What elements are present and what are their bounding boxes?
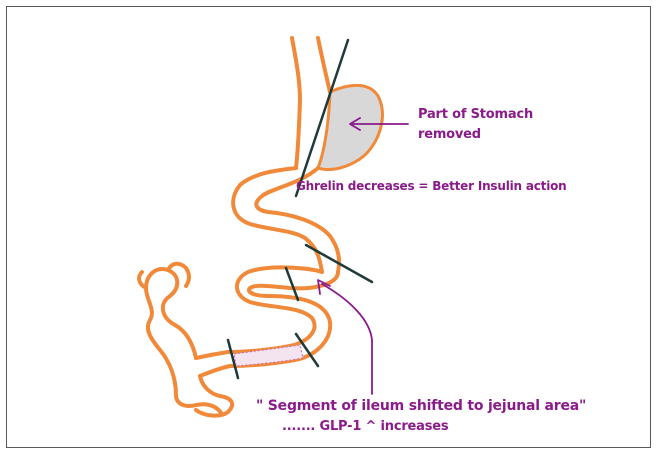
small-intestine	[196, 168, 339, 376]
stomach-removed-label-line2: removed	[418, 127, 481, 142]
stomach-removed-label-line1: Part of Stomach	[418, 107, 533, 122]
ileum-segment-label: " Segment of ileum shifted to jejunal ar…	[256, 398, 586, 414]
colon	[139, 264, 232, 416]
glp1-label: ....... GLP-1 ^ increases	[282, 419, 449, 434]
ghrelin-label: Ghrelin decreases = Better Insulin actio…	[296, 179, 567, 193]
ileum-arrow	[322, 284, 372, 394]
